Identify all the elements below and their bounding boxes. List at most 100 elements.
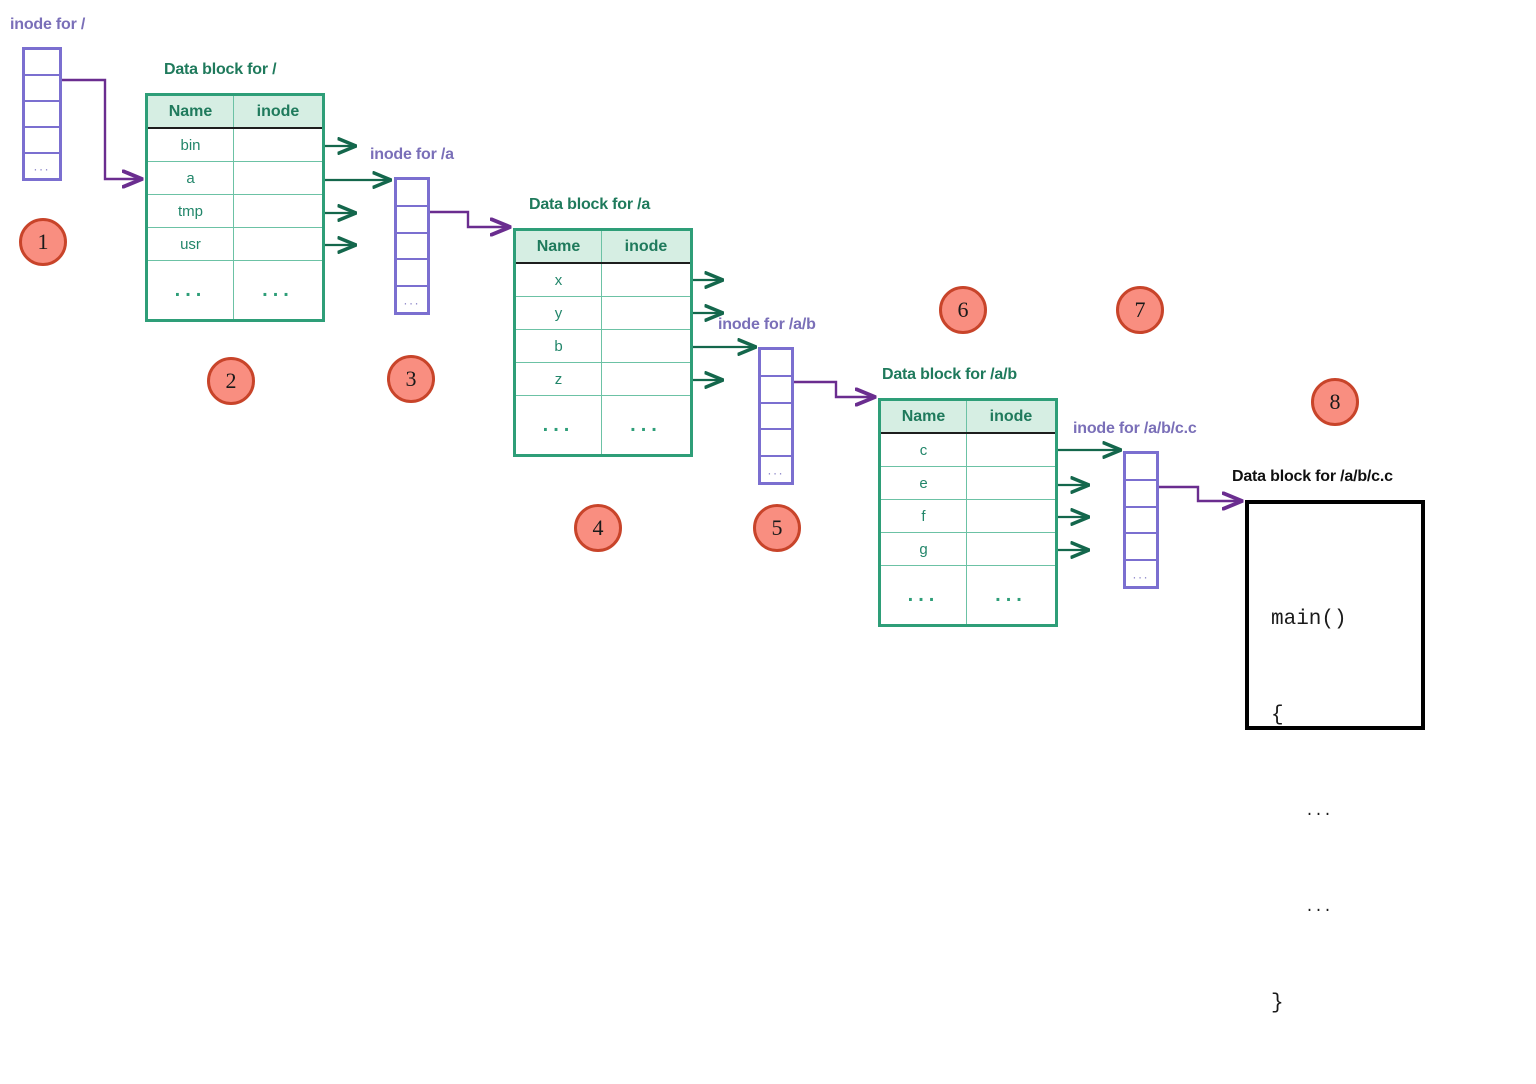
- inode-cell[interactable]: ...: [397, 287, 427, 312]
- table-header-row: Name inode: [148, 96, 322, 129]
- dirent-name: x: [516, 264, 602, 296]
- table-row[interactable]: tmp: [148, 195, 322, 228]
- inode-cell[interactable]: [397, 260, 427, 288]
- inode-cell[interactable]: [761, 377, 791, 404]
- inode-cell[interactable]: [761, 404, 791, 431]
- block-title-cc: Data block for /a/b/c.c: [1232, 468, 1393, 485]
- dirent-inode-pointer: [967, 434, 1055, 466]
- inode-ellipsis: ...: [403, 292, 421, 308]
- column-header-name: Name: [881, 401, 967, 432]
- inode-cell[interactable]: [25, 76, 59, 102]
- dirent-inode-pointer: [234, 228, 322, 260]
- block-title-ab: Data block for /a/b: [882, 366, 1017, 383]
- inode-cell[interactable]: [761, 350, 791, 377]
- step-circle-5[interactable]: 5: [753, 504, 801, 552]
- ellipsis-name: ...: [907, 584, 940, 606]
- diagram-canvas: inode for / ... Data block for / Name in…: [10, 16, 1425, 1015]
- step-circle-7[interactable]: 7: [1116, 286, 1164, 334]
- table-row[interactable]: f: [881, 500, 1055, 533]
- table-row-ellipsis: ... ...: [148, 261, 322, 319]
- dirent-inode-pointer: [602, 264, 690, 296]
- block-title-a: Data block for /a: [529, 196, 651, 213]
- inode-cell[interactable]: [1126, 534, 1156, 562]
- inode-cell[interactable]: [397, 207, 427, 234]
- table-row-ellipsis: ... ...: [881, 566, 1055, 624]
- dirent-name: tmp: [148, 195, 234, 227]
- table-row[interactable]: b: [516, 330, 690, 363]
- inode-cell[interactable]: [25, 128, 59, 154]
- data-block-ab[interactable]: Name inode c e f g ... ...: [878, 398, 1058, 627]
- column-header-name: Name: [148, 96, 234, 127]
- inode-label-ab: inode for /a/b: [718, 316, 816, 333]
- ellipsis-inode: ...: [262, 279, 294, 301]
- data-block-root[interactable]: Name inode bin a tmp usr ... ...: [145, 93, 325, 322]
- step-circle-4[interactable]: 4: [574, 504, 622, 552]
- dirent-name: f: [881, 500, 967, 532]
- step-circle-6[interactable]: 6: [939, 286, 987, 334]
- ellipsis-inode: ...: [995, 584, 1027, 606]
- data-block-a[interactable]: Name inode x y b z ... ...: [513, 228, 693, 457]
- inode-cell[interactable]: [1126, 508, 1156, 535]
- dirent-inode-pointer: [967, 500, 1055, 532]
- inode-cell[interactable]: [761, 430, 791, 458]
- inode-cell[interactable]: [25, 50, 59, 76]
- table-row[interactable]: y: [516, 297, 690, 330]
- inode-block-cc[interactable]: ...: [1123, 451, 1159, 589]
- dirent-name: usr: [148, 228, 234, 260]
- dirent-name: bin: [148, 129, 234, 161]
- dirent-name: b: [516, 330, 602, 362]
- inode-cell[interactable]: [397, 180, 427, 207]
- table-row[interactable]: x: [516, 264, 690, 297]
- dirent-inode-pointer: [967, 533, 1055, 565]
- inode-cell[interactable]: ...: [1126, 561, 1156, 586]
- inode-ellipsis: ...: [1132, 566, 1150, 582]
- table-row[interactable]: g: [881, 533, 1055, 566]
- table-row[interactable]: e: [881, 467, 1055, 500]
- dirent-name: z: [516, 363, 602, 395]
- inode-ellipsis: ...: [767, 462, 785, 478]
- table-row[interactable]: bin: [148, 129, 322, 162]
- inode-cell[interactable]: ...: [761, 457, 791, 482]
- dirent-inode-pointer: [234, 195, 322, 227]
- step-circle-2[interactable]: 2: [207, 357, 255, 405]
- inode-label-root: inode for /: [10, 16, 86, 33]
- inode-cell[interactable]: [397, 234, 427, 261]
- table-row[interactable]: usr: [148, 228, 322, 261]
- ellipsis-name: ...: [542, 414, 575, 436]
- code-line: {: [1271, 704, 1284, 727]
- table-header-row: Name inode: [881, 401, 1055, 434]
- inode-ellipsis: ...: [33, 158, 51, 174]
- inode-cell[interactable]: ...: [25, 154, 59, 178]
- file-data-block[interactable]: main() { ... ... }: [1245, 500, 1425, 1015]
- table-row[interactable]: a: [148, 162, 322, 195]
- dirent-inode-pointer: [234, 162, 322, 194]
- code-line: ...: [1305, 803, 1333, 820]
- inode-label-cc: inode for /a/b/c.c: [1073, 420, 1197, 437]
- inode-block-a[interactable]: ...: [394, 177, 430, 315]
- table-row-ellipsis: ... ...: [516, 396, 690, 454]
- inode-cell[interactable]: [1126, 454, 1156, 481]
- dirent-inode-pointer: [602, 297, 690, 329]
- dirent-inode-pointer: [602, 330, 690, 362]
- dirent-name: a: [148, 162, 234, 194]
- code-line: ...: [1305, 899, 1333, 916]
- dirent-inode-pointer: [967, 467, 1055, 499]
- table-row[interactable]: c: [881, 434, 1055, 467]
- inode-cell[interactable]: [1126, 481, 1156, 508]
- table-row[interactable]: z: [516, 363, 690, 396]
- ellipsis-inode: ...: [630, 414, 662, 436]
- inode-cell[interactable]: [25, 102, 59, 128]
- step-circle-1[interactable]: 1: [19, 218, 67, 266]
- inode-block-ab[interactable]: ...: [758, 347, 794, 485]
- column-header-inode: inode: [256, 102, 300, 120]
- dirent-inode-pointer: [234, 129, 322, 161]
- column-header-inode: inode: [624, 237, 668, 255]
- dirent-name: e: [881, 467, 967, 499]
- inode-label-a: inode for /a: [370, 146, 454, 163]
- inode-block-root[interactable]: ...: [22, 47, 62, 181]
- step-circle-8[interactable]: 8: [1311, 378, 1359, 426]
- column-header-inode: inode: [989, 407, 1033, 425]
- dirent-name: g: [881, 533, 967, 565]
- code-line: main(): [1271, 608, 1347, 631]
- step-circle-3[interactable]: 3: [387, 355, 435, 403]
